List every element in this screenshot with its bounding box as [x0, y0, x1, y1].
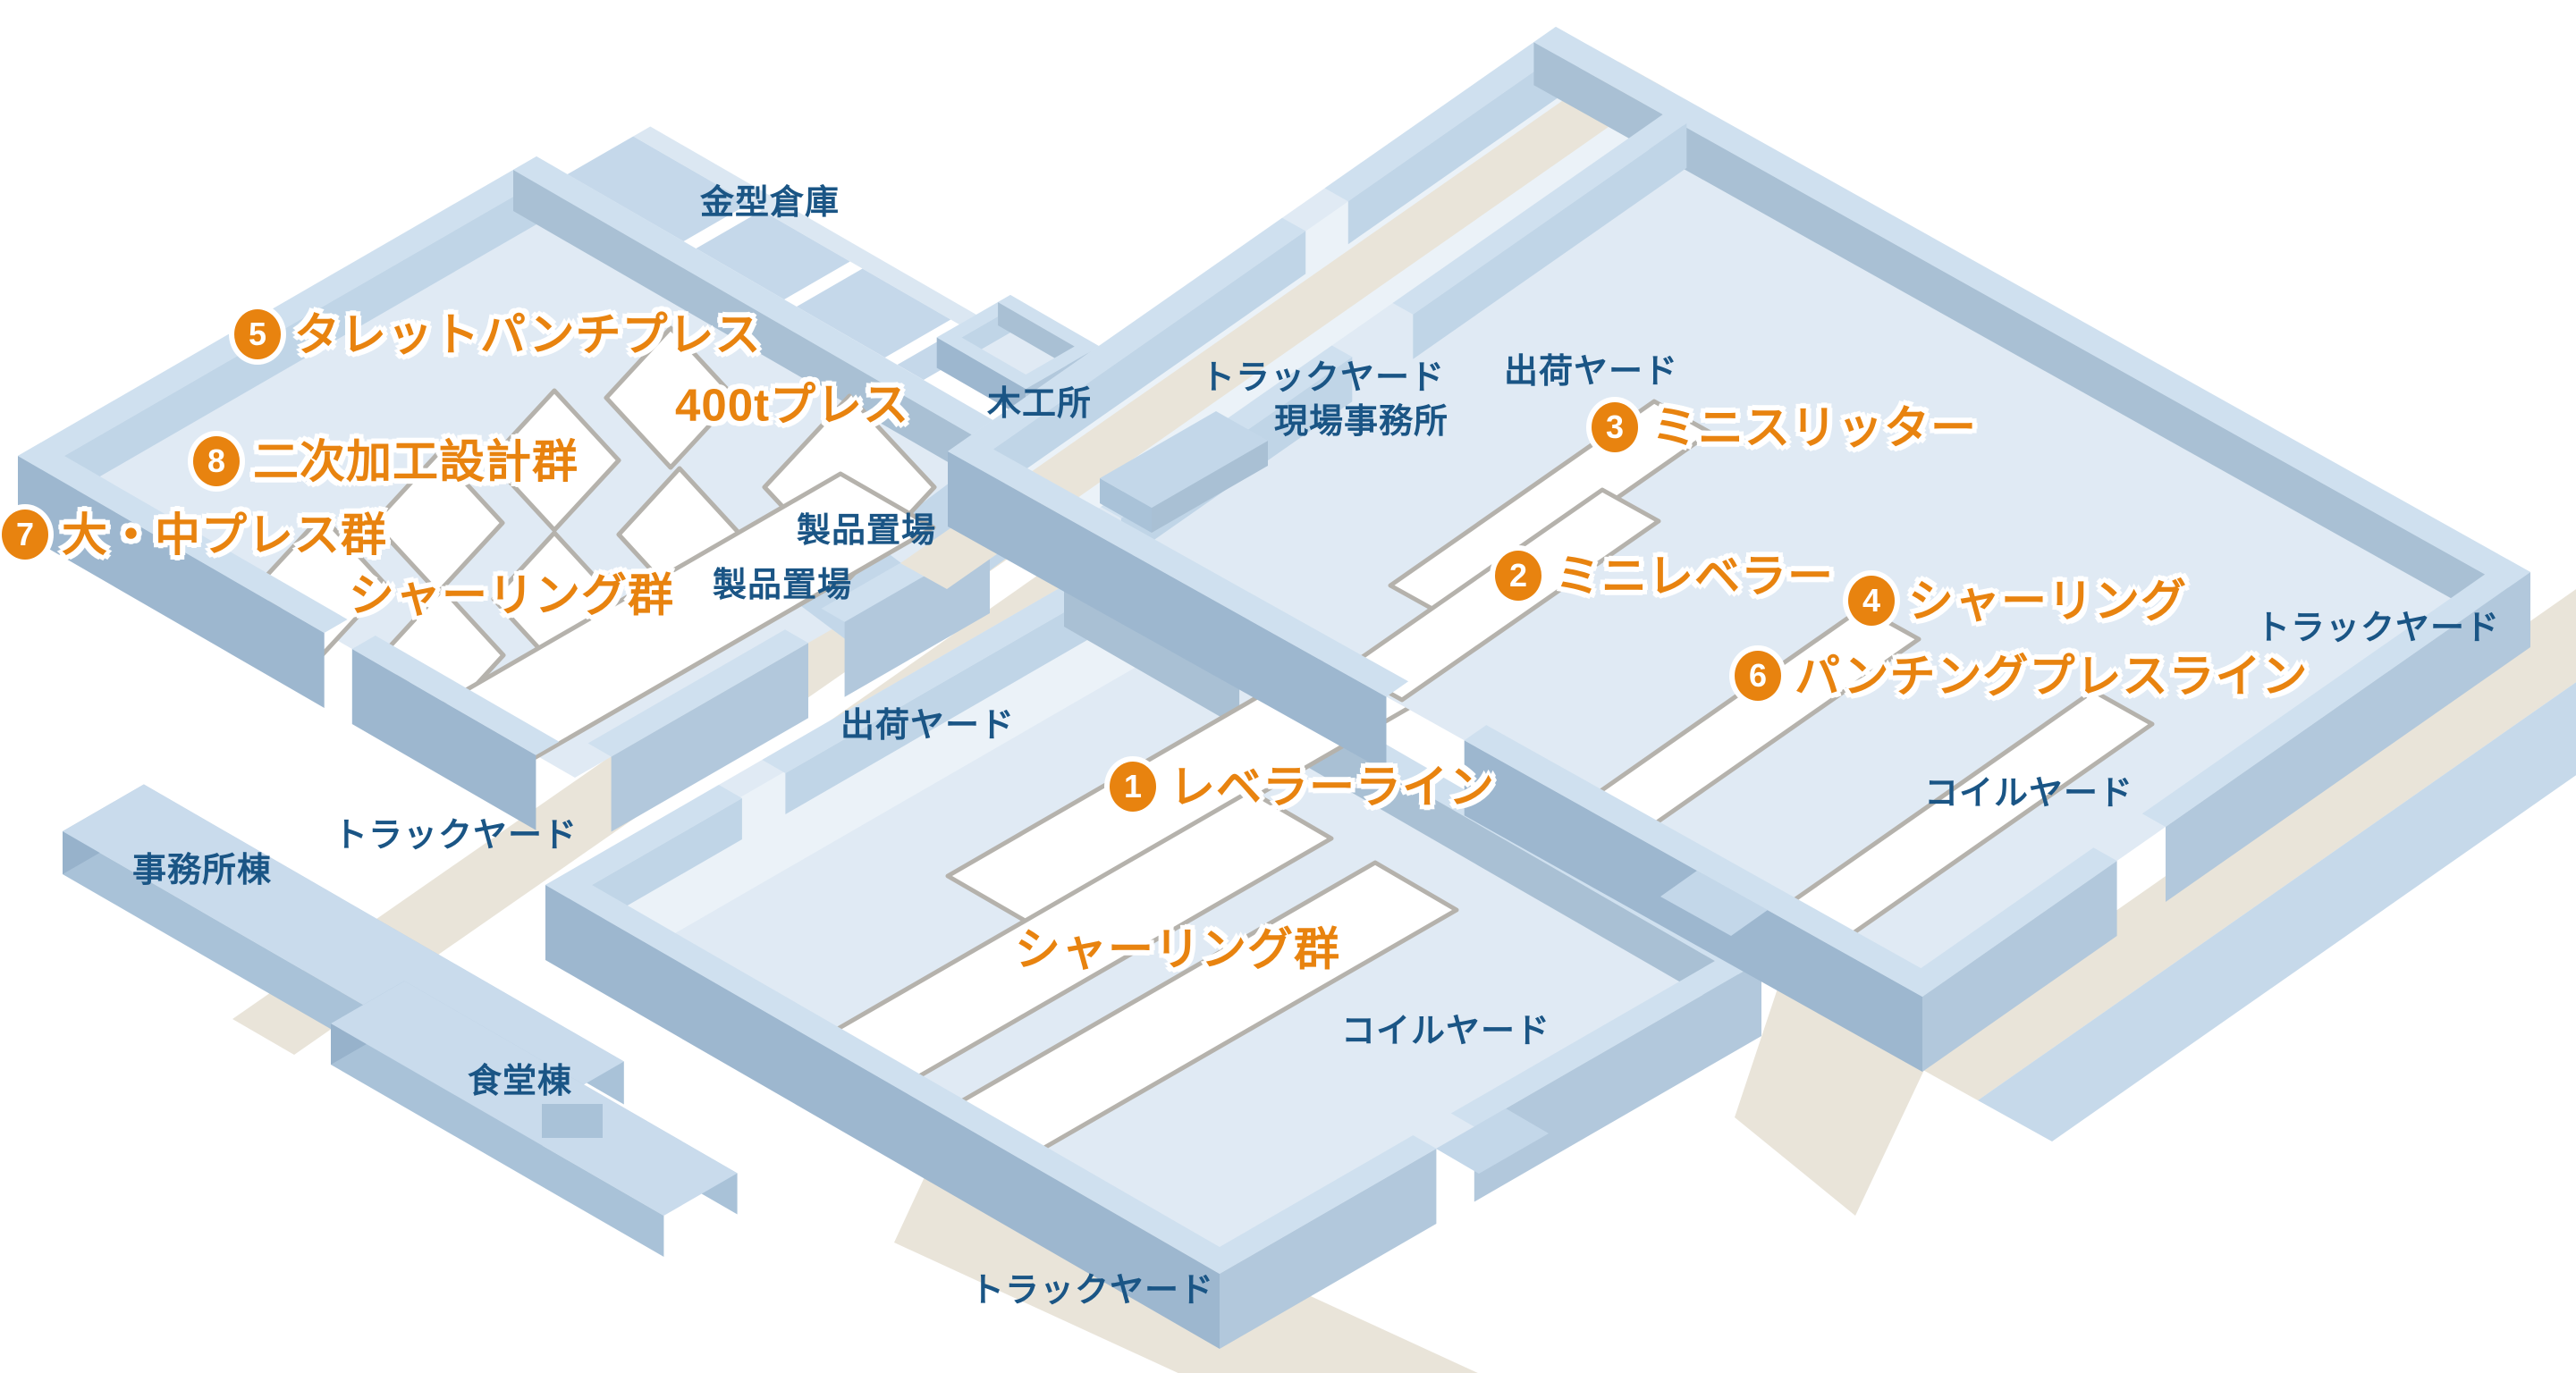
machine-name-3: ミニスリッター [1651, 401, 1978, 453]
label-shearing: 4 シャーリング [1848, 576, 2187, 626]
label-shipping-yard-mid: 出荷ヤード [840, 707, 1016, 745]
badge-6: 6 [1735, 651, 1781, 701]
badge-4: 4 [1848, 576, 1895, 626]
label-large-medium-press-group: 7 大・中プレス群 [2, 510, 387, 560]
label-truck-yard-bottom: トラックヤード [970, 1272, 1215, 1310]
label-woodworking-shop: 木工所 [987, 385, 1093, 423]
label-shearing-group-left: シャーリング群 [349, 569, 675, 621]
label-cafeteria-building: 食堂棟 [468, 1063, 573, 1100]
label-secondary-processing-group: 8 二次加工設計群 [193, 436, 579, 486]
label-truck-yard-right: トラックヤード [2256, 610, 2501, 647]
left-building [18, 126, 1094, 832]
label-coil-yard-middle: コイルヤード [1341, 1013, 1551, 1050]
machine-name-5: タレットパンチプレス [294, 308, 762, 360]
right-building [900, 27, 2530, 1072]
badge-7: 7 [2, 510, 48, 560]
label-mini-leveler: 2 ミニレベラー [1495, 551, 1834, 601]
badge-1: 1 [1110, 762, 1156, 812]
machine-name-6: パンチングプレスライン [1795, 650, 2309, 702]
label-product-storage-2: 製品置場 [713, 567, 853, 604]
label-leveler-line: 1 レベラーライン [1110, 762, 1495, 812]
machine-name-8: 二次加工設計群 [253, 435, 579, 487]
label-product-storage-1: 製品置場 [797, 512, 937, 550]
label-site-office: 現場事務所 [1274, 403, 1449, 441]
badge-8: 8 [193, 436, 240, 486]
label-turret-punch-press: 5 タレットパンチプレス [234, 309, 762, 359]
office-and-cafeteria-buildings [63, 784, 738, 1257]
label-shipping-yard-top: 出荷ヤード [1504, 353, 1679, 391]
label-office-building: 事務所棟 [132, 852, 273, 889]
label-400t-press: 400tプレス [675, 379, 910, 431]
woodworking-building [936, 295, 1100, 419]
label-coil-yard-right: コイルヤード [1924, 775, 2134, 813]
label-truck-yard-left: トラックヤード [334, 817, 579, 855]
machine-name-4: シャーリング [1908, 575, 2188, 627]
label-mini-slitter: 3 ミニスリッター [1592, 402, 1977, 452]
badge-3: 3 [1592, 402, 1638, 452]
label-truck-yard-top: トラックヤード [1201, 359, 1446, 397]
label-mold-warehouse: 金型倉庫 [700, 184, 840, 222]
machine-name-7: 大・中プレス群 [62, 509, 388, 560]
machine-name-2: ミニレベラー [1555, 550, 1835, 602]
badge-2: 2 [1495, 551, 1541, 601]
label-punching-press-line: 6 パンチングプレスライン [1735, 651, 2309, 701]
label-shearing-group-middle: シャーリング群 [1015, 923, 1341, 975]
machine-name-1: レベラーライン [1170, 761, 1496, 813]
badge-5: 5 [234, 309, 281, 359]
